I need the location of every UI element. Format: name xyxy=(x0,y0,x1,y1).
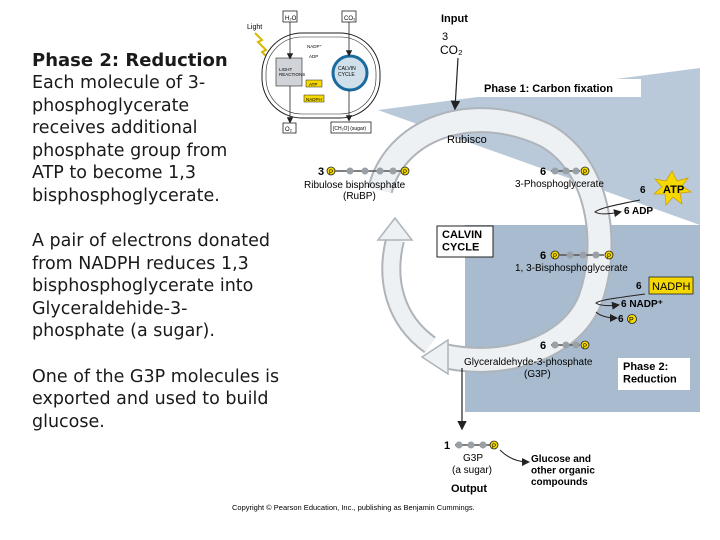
pi-phosphate xyxy=(627,314,637,324)
output-count: 1 xyxy=(444,440,450,452)
sugar-box xyxy=(330,121,372,134)
g3p-name: Glyceraldehyde-3-phosphate xyxy=(464,357,593,368)
rubp-name: Ribulose bisphosphate xyxy=(304,180,406,191)
copyright: Copyright © Pearson Education, Inc., pub… xyxy=(232,503,475,512)
light-bolt-icon xyxy=(254,32,271,61)
mini-nadph-label: NADPH xyxy=(306,97,322,102)
o2-label: O₂ xyxy=(285,127,293,133)
svg-text:P: P xyxy=(629,317,634,324)
bpg-molecule: 6 P P 1, 3-Bisphosphoglycerate xyxy=(515,250,628,274)
bpg-name: 1, 3-Bisphosphoglycerate xyxy=(515,263,628,274)
g3p-count: 6 xyxy=(540,340,546,352)
input-molecule: CO₂ xyxy=(440,43,463,57)
paragraph-atp: Each molecule of 3- phosphoglycerate rec… xyxy=(32,73,228,206)
paragraph-nadph: A pair of electrons donated from NADPH r… xyxy=(32,231,270,341)
cycle-band xyxy=(369,109,611,371)
mini-nadp-label: NADP⁺ xyxy=(307,44,323,49)
nadph-arrow xyxy=(595,293,646,310)
phase2-label: Phase 2:Reduction xyxy=(623,361,677,386)
svg-text:P: P xyxy=(329,170,333,176)
svg-text:P: P xyxy=(403,170,407,176)
pga-count: 6 xyxy=(540,166,546,178)
cycle-return xyxy=(383,238,435,352)
input-count: 3 xyxy=(442,31,448,43)
adp-label: 6 ADP xyxy=(624,206,653,217)
mini-atp-label: ATP xyxy=(309,82,317,87)
pga-molecule: 6 P 3-Phosphoglycerate xyxy=(515,166,604,190)
input-label: Input xyxy=(441,13,468,25)
atp-count: 6 xyxy=(640,185,646,196)
nadph-count: 6 xyxy=(636,281,642,292)
phase1-label: Phase 1: Carbon fixation xyxy=(484,83,613,95)
rubp-molecule: 3 P P Ribulose bisphosphate (RuBP) xyxy=(304,166,410,202)
phase1-label-box xyxy=(479,79,641,97)
g3p-abbr: (G3P) xyxy=(524,369,551,380)
co2-label: CO₂ xyxy=(344,16,356,22)
g3p-molecule: 6 P Glyceraldehyde-3-phosphate (G3P) xyxy=(464,340,593,380)
pga-name: 3-Phosphoglycerate xyxy=(515,179,604,190)
pi-count: 6 xyxy=(618,314,624,325)
atp-arrow xyxy=(594,199,641,218)
nadph-box xyxy=(648,276,694,295)
phase2-label-box xyxy=(618,358,690,390)
o2-box xyxy=(282,122,297,134)
mini-atp-box xyxy=(305,79,323,88)
calvin-cycle-box xyxy=(436,225,494,258)
reduction-heading: Phase 2: Reduction xyxy=(32,50,228,71)
svg-text:P: P xyxy=(583,170,587,176)
pi-arrow xyxy=(595,311,618,322)
bpg-count: 6 xyxy=(540,250,546,262)
svg-text:P: P xyxy=(607,254,611,260)
input-arrow xyxy=(450,57,461,111)
atp-burst-icon xyxy=(652,170,693,206)
glucose-arrow xyxy=(499,449,530,466)
output-g3p-molecule: 1 P xyxy=(444,440,499,452)
mini-adp-label: ADP xyxy=(309,54,318,59)
output-name: G3P xyxy=(463,453,483,464)
output-label: Output xyxy=(451,483,487,495)
rubisco-label: Rubisco xyxy=(447,134,487,146)
cycle-arrowhead-up xyxy=(376,216,414,241)
svg-text:P: P xyxy=(492,444,496,450)
rubp-abbr: (RuBP) xyxy=(343,191,376,202)
nadph-label: NADPH xyxy=(652,281,691,293)
text-panel: Phase 2: Reduction Each molecule of 3- p… xyxy=(32,50,322,433)
svg-text:P: P xyxy=(583,344,587,350)
rubp-count: 3 xyxy=(318,166,324,178)
light-label: Light xyxy=(247,24,262,31)
h2o-label: H₂O xyxy=(285,16,297,22)
svg-text:P: P xyxy=(553,254,557,260)
cycle-arrowhead xyxy=(420,338,449,376)
sugar-label: [CH₂O] (sugar) xyxy=(333,126,366,132)
paragraph-glucose: One of the G3P molecules is exported and… xyxy=(32,366,280,432)
atp-label: ATP xyxy=(663,184,684,196)
output-sub: (a sugar) xyxy=(452,465,492,476)
mini-nadph-box xyxy=(303,94,325,103)
nadp-label: 6 NADP⁺ xyxy=(621,299,663,310)
